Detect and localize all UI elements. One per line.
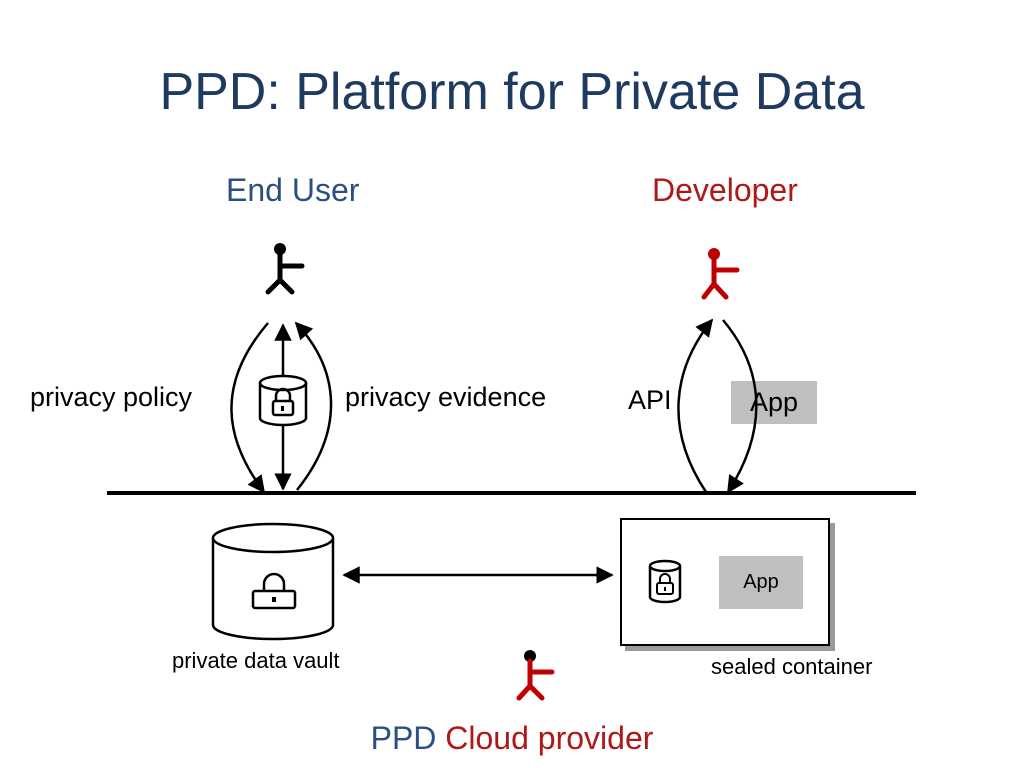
- privacy-policy-label: privacy policy: [30, 382, 193, 412]
- container-label: sealed container: [711, 654, 873, 679]
- app-box-top: App: [731, 381, 817, 424]
- vault-label: private data vault: [172, 648, 340, 673]
- page-title: PPD: Platform for Private Data: [159, 63, 865, 121]
- end-user-person-icon: [265, 243, 305, 295]
- privacy-evidence-arrow: [294, 321, 333, 491]
- api-label: API: [628, 385, 672, 415]
- privacy-evidence-label: privacy evidence: [345, 382, 547, 412]
- lock-icon: [271, 387, 295, 417]
- end-user-label: End User: [226, 172, 360, 208]
- vault-lock-icon: [251, 572, 297, 610]
- cloud-provider-name: Cloud provider: [445, 720, 654, 756]
- cloud-provider-label: PPD Cloud provider: [0, 720, 1024, 757]
- developer-label: Developer: [652, 172, 798, 208]
- cloud-provider-prefix: PPD: [370, 720, 437, 756]
- api-arrow: [677, 318, 714, 493]
- small-database-icon: [258, 374, 308, 427]
- developer-person-icon: [701, 248, 740, 300]
- app-box-inner: App: [719, 556, 803, 609]
- private-data-vault-database-icon: [211, 522, 335, 641]
- cloud-provider-person-icon: [516, 650, 555, 701]
- privacy-policy-arrow: [230, 322, 269, 494]
